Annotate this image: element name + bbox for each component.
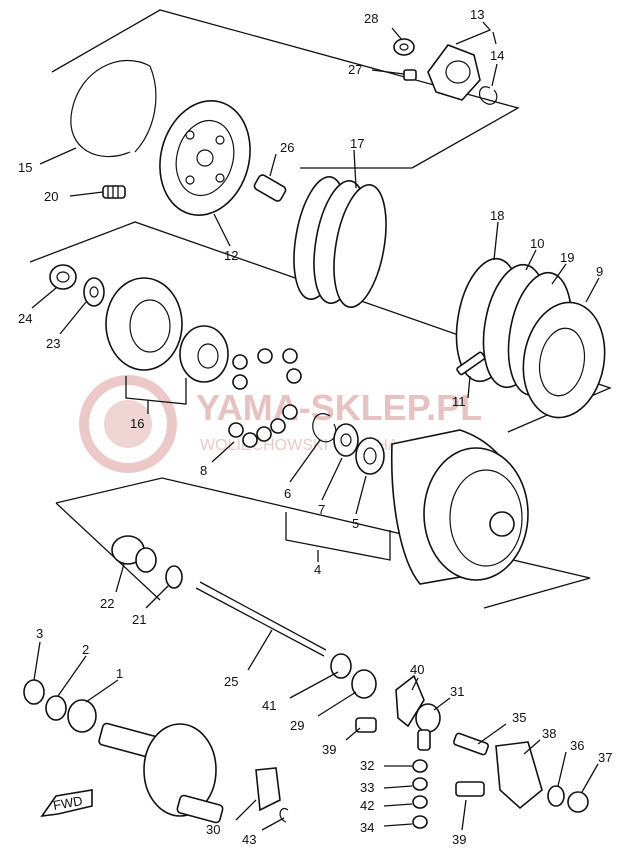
cam-30 [255,767,281,812]
bolt-39-bottom [455,781,485,797]
clutch-housing-4 [390,429,529,585]
callout-34: 34 [360,820,374,835]
washer-23 [83,277,105,307]
callout-9: 9 [596,264,603,279]
callout-10: 10 [530,236,544,251]
washer-21 [165,565,183,589]
callout-37: 37 [598,750,612,765]
callout-17: 17 [350,136,364,151]
callout-40: 40 [410,662,424,677]
callout-29: 29 [290,718,304,733]
gear-22 [111,535,157,573]
callout-31: 31 [450,684,464,699]
callout-38: 38 [542,726,556,741]
circlip-15 [70,60,157,158]
washer-7 [333,423,359,457]
balls-8 [228,348,302,448]
screw-27 [403,69,417,81]
callout-13: 13 [470,7,484,22]
nut-24 [49,264,77,290]
leader-lines [31,21,600,831]
callout-5: 5 [352,516,359,531]
friction-plates-17 [293,175,387,309]
boss-9 [522,301,606,419]
primary-gear-16 [105,277,229,383]
callout-42: 42 [360,798,374,813]
callout-23: 23 [46,336,60,351]
callout-7: 7 [318,502,325,517]
callout-25: 25 [224,674,238,689]
callout-21: 21 [132,612,146,627]
callout-41: 41 [262,698,276,713]
push-lever-13 [427,44,481,101]
callout-22: 22 [100,596,114,611]
gear-1 [67,699,97,733]
spring-20 [102,185,126,199]
callout-30: 30 [206,822,220,837]
callout-3: 3 [36,626,43,641]
callout-15: 15 [18,160,32,175]
callout-39-top: 39 [322,742,336,757]
bolt-39-top [355,717,377,733]
crankshaft [98,722,224,824]
callout-39-bottom: 39 [452,832,466,847]
callout-2: 2 [82,642,89,657]
watermark-brand: YAMA-SKLEP.PL [196,387,482,428]
small-parts-32-33-42-34 [412,759,428,829]
nut-37 [567,791,589,813]
push-rod-26 [253,174,287,202]
callout-14: 14 [490,48,504,63]
callout-24: 24 [18,311,32,326]
callout-18: 18 [490,208,504,223]
circlip-43 [279,808,289,823]
callout-43: 43 [242,832,256,847]
callout-33: 33 [360,780,374,795]
washer-36 [547,785,565,807]
callout-35: 35 [512,710,526,725]
callout-28: 28 [364,11,378,26]
bearing-28 [393,38,415,56]
callout-8: 8 [200,463,207,478]
callout-16: 16 [130,416,144,431]
washer-2 [45,695,67,721]
lever-31 [415,703,441,751]
bearing-5 [355,437,385,475]
callout-1: 1 [116,666,123,681]
callout-19: 19 [560,250,574,265]
bracket-38 [495,741,543,810]
washer-3 [23,679,45,705]
bolt-35 [453,732,489,756]
fwd-label: FWD [52,793,84,813]
bolt-11 [456,351,486,376]
callout-12: 12 [224,248,238,263]
callout-26: 26 [280,140,294,155]
callout-4: 4 [314,562,321,577]
circlip-14 [479,86,498,105]
callout-6: 6 [284,486,291,501]
fwd-arrow: FWD [40,789,93,818]
pressure-plate-12 [159,100,251,216]
callout-32: 32 [360,758,374,773]
callout-11: 11 [452,394,466,409]
push-rod-25 [195,581,327,657]
watermark: YAMA-SKLEP.PL WOLIECHOWSKI YAMAHA [79,375,482,473]
washers-41-29 [330,653,377,699]
callout-36: 36 [570,738,584,753]
callout-27: 27 [348,62,362,77]
callout-labels: 28 13 27 14 15 26 17 20 12 18 10 19 9 24… [18,7,612,847]
callout-20: 20 [44,189,58,204]
